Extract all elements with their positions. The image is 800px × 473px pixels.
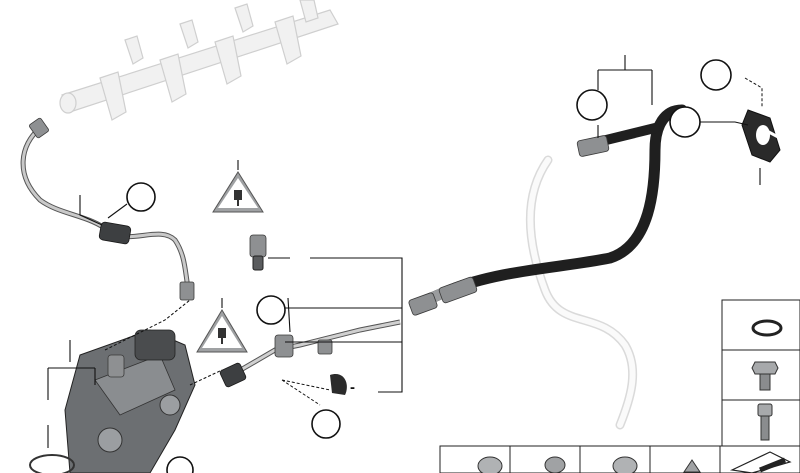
o-ring-icon	[751, 319, 783, 337]
legend-panel-right	[721, 299, 800, 473]
clamp-icon	[612, 456, 638, 473]
nut-icon	[544, 456, 566, 473]
fuel-rail-ghost	[59, 0, 339, 121]
callout-3-partial	[166, 456, 194, 473]
hp-pump	[64, 329, 196, 473]
hose-clamp-icon	[477, 456, 503, 473]
flange-bolt-icon	[751, 361, 779, 391]
warning-triangle-16-icon	[212, 171, 264, 213]
dash-14: -	[350, 379, 355, 396]
callout-17	[576, 89, 608, 121]
bracket-14	[330, 374, 347, 395]
callout-5	[126, 182, 156, 212]
callout-8	[256, 295, 286, 325]
legend-panel-bottom	[439, 445, 800, 473]
callout-labels: -	[350, 379, 355, 396]
gasket-icon	[729, 451, 792, 473]
fuel-hose-10	[408, 104, 688, 316]
callout-12	[669, 106, 701, 138]
clip-11	[741, 109, 781, 163]
socket-bolt-icon	[757, 403, 773, 441]
fuel-line-6	[219, 319, 401, 395]
fuel-line-4	[20, 117, 195, 301]
o-ring-2	[29, 454, 75, 473]
pressure-sensor-7	[249, 234, 267, 271]
callout-9	[311, 409, 341, 439]
callout-13	[700, 59, 732, 91]
screw-icon	[683, 459, 701, 473]
leader-lines	[47, 55, 763, 448]
warning-triangle-15-icon	[196, 309, 248, 353]
circled-callouts	[126, 59, 732, 473]
